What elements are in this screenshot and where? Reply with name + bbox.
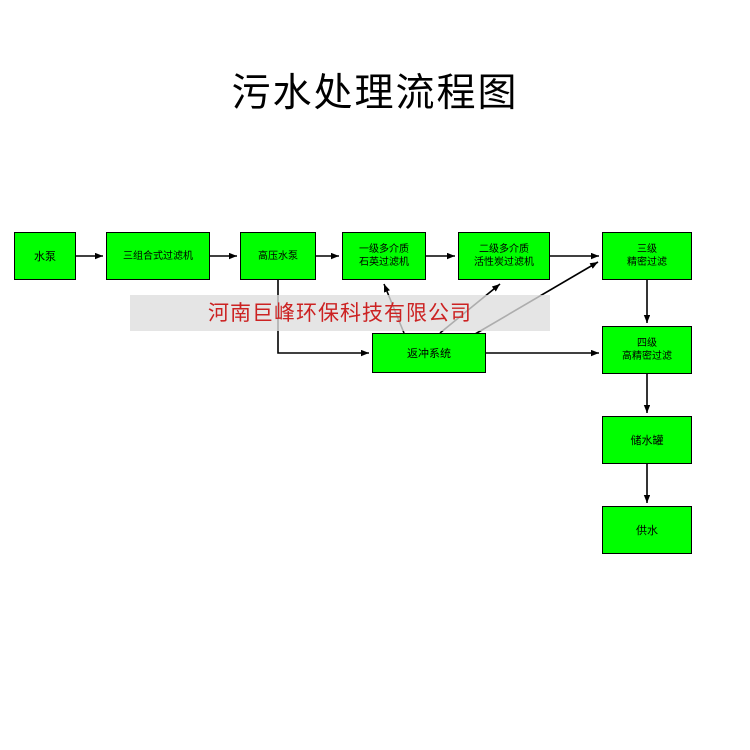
node-stage2-activated-carbon-filter[interactable]: 二级多介质 活性炭过滤机 — [458, 232, 550, 280]
node-label-line1: 二级多介质 — [479, 244, 529, 255]
node-label-line1: 三级 — [637, 244, 657, 255]
node-water-pump[interactable]: 水泵 — [14, 232, 76, 280]
node-label-line2: 活性炭过滤机 — [474, 257, 534, 268]
node-water-supply[interactable]: 供水 — [602, 506, 692, 554]
node-label-line1: 四级 — [637, 338, 657, 349]
node-backwash-system[interactable]: 返冲系统 — [372, 333, 486, 373]
node-water-storage-tank[interactable]: 储水罐 — [602, 416, 692, 464]
page-title: 污水处理流程图 — [231, 71, 519, 116]
node-stage3-precision-filter[interactable]: 三级 精密过滤 — [602, 232, 692, 280]
node-label-line2: 高精密过滤 — [622, 351, 672, 362]
node-label-line1: 一级多介质 — [359, 244, 409, 255]
node-label: 储水罐 — [630, 433, 664, 447]
node-high-pressure-pump[interactable]: 高压水泵 — [240, 232, 316, 280]
node-label: 返冲系统 — [407, 346, 451, 360]
node-label: 供水 — [636, 523, 658, 537]
node-label-line2: 精密过滤 — [627, 257, 667, 268]
node-label: 高压水泵 — [258, 250, 298, 262]
watermark-text: 河南巨峰环保科技有限公司 — [130, 295, 550, 331]
node-triple-combined-filter[interactable]: 三组合式过滤机 — [106, 232, 210, 280]
node-label-line2: 石英过滤机 — [359, 257, 409, 268]
node-stage1-quartz-filter[interactable]: 一级多介质 石英过滤机 — [342, 232, 426, 280]
node-label: 三组合式过滤机 — [123, 250, 193, 262]
node-label: 水泵 — [34, 249, 56, 263]
node-stage4-high-precision-filter[interactable]: 四级 高精密过滤 — [602, 326, 692, 374]
